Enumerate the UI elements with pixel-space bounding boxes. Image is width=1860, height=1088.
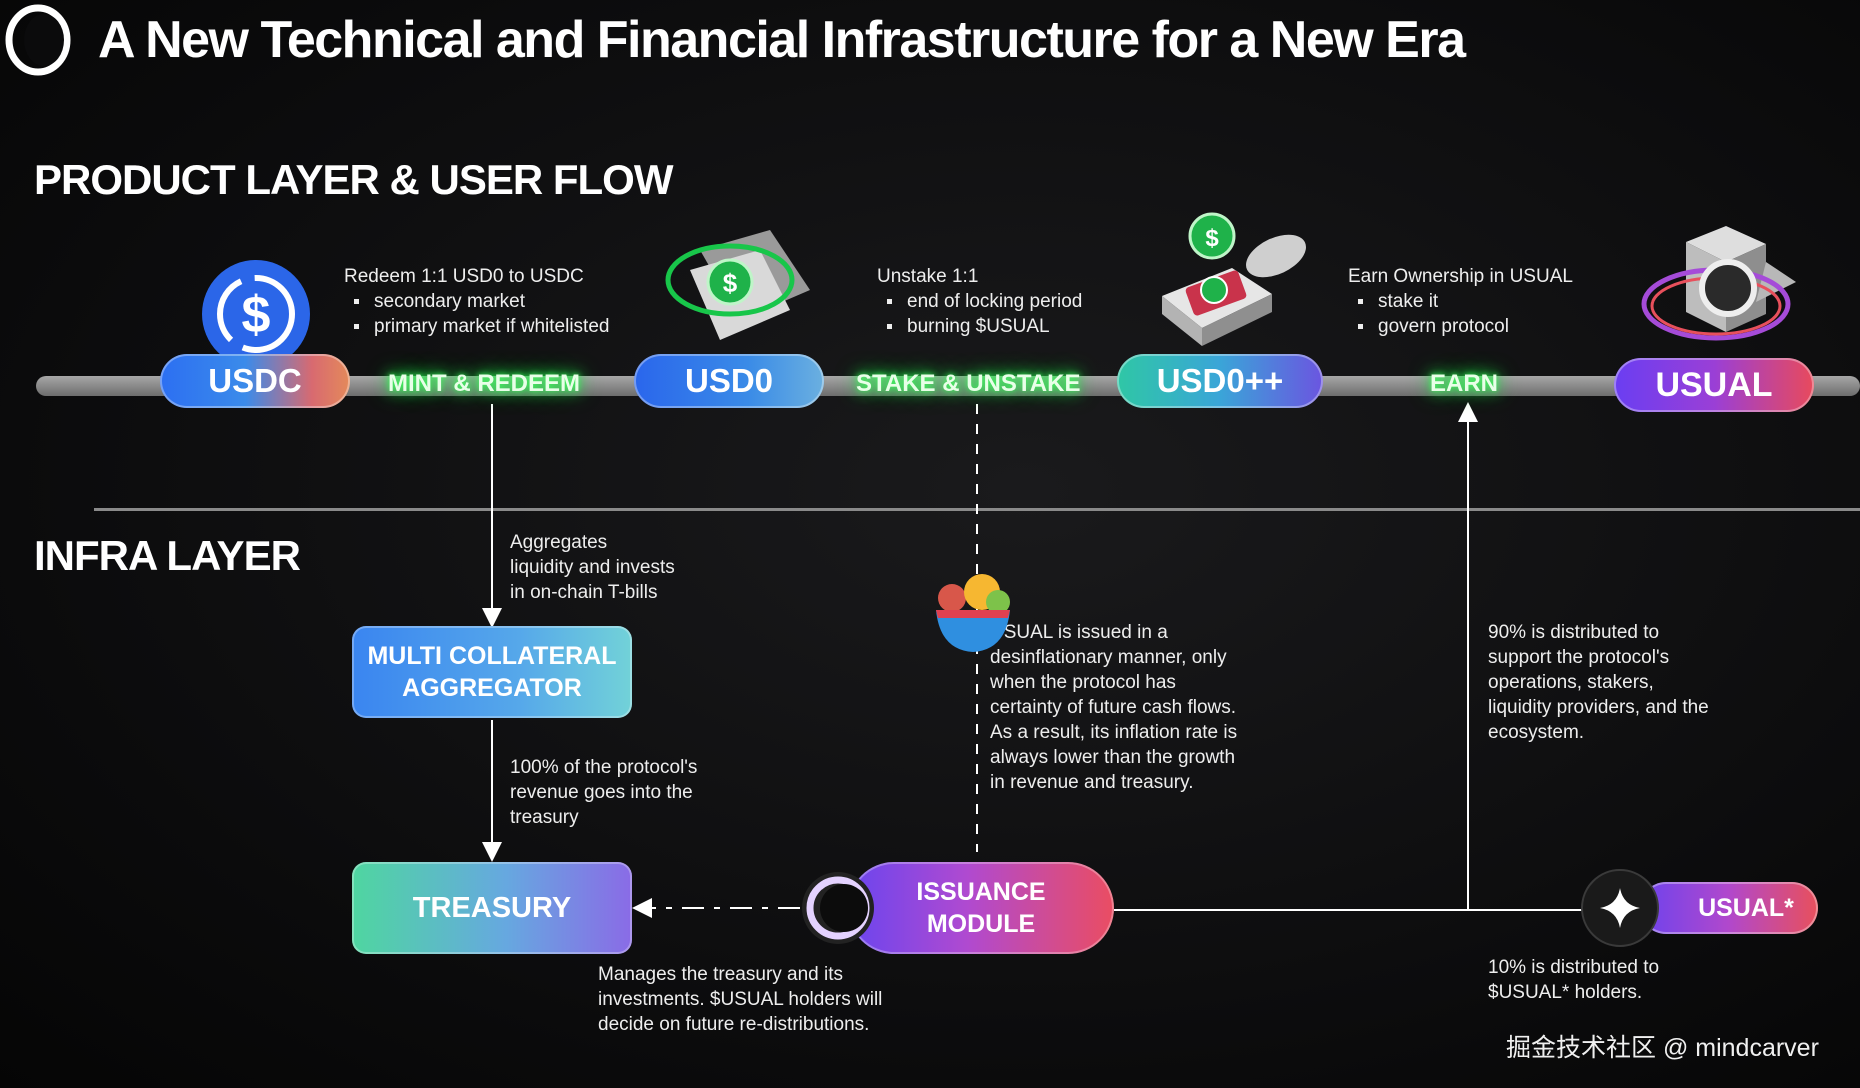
usual-star-token: USUAL* bbox=[1640, 882, 1818, 934]
usd0-token: USD0 bbox=[634, 354, 824, 408]
svg-text:$: $ bbox=[1205, 225, 1219, 252]
usd0pp-vault-icon: $ bbox=[1152, 206, 1312, 361]
flow-label-earn: EARN bbox=[1430, 370, 1499, 397]
svg-text:$: $ bbox=[242, 286, 271, 344]
list-item: govern protocol bbox=[1358, 314, 1573, 339]
list-item: primary market if whitelisted bbox=[353, 316, 610, 337]
section-title-product: PRODUCT LAYER & USER FLOW bbox=[34, 156, 673, 203]
list-item: secondary market bbox=[353, 289, 609, 314]
note-issuance: USUAL is issued in a desinflationary man… bbox=[990, 622, 1238, 793]
issuance-module-box: ISSUANCE MODULE bbox=[848, 862, 1114, 954]
note-ten-percent: 10% is distributed to $USUAL* holders. bbox=[1488, 957, 1660, 1003]
logo-ring-icon bbox=[4, 4, 72, 76]
usual-cube-icon bbox=[1636, 222, 1806, 367]
note-aggregates: Aggregates liquidity and invests in on-c… bbox=[510, 532, 675, 603]
note-ninety-percent: 90% is distributed to support the protoc… bbox=[1488, 622, 1709, 743]
page-title: A New Technical and Financial Infrastruc… bbox=[98, 11, 1466, 69]
svg-text:$: $ bbox=[723, 268, 738, 298]
usd0pp-token: USD0++ bbox=[1117, 354, 1323, 408]
flow-label-mint-redeem: MINT & REDEEM bbox=[388, 370, 580, 397]
usdc-token: USDC bbox=[160, 354, 350, 408]
sparkle-icon bbox=[1580, 868, 1660, 953]
fruit-bowl-icon bbox=[932, 572, 1014, 661]
note-revenue: 100% of the protocol's revenue goes into… bbox=[510, 757, 698, 828]
usdc-coin-icon: $ bbox=[200, 258, 312, 375]
note-redeem: Redeem 1:1 USD0 to USDC secondary market… bbox=[344, 266, 610, 337]
note-unstake: Unstake 1:1 end of locking period burnin… bbox=[877, 266, 1083, 339]
eclipse-icon bbox=[800, 870, 876, 951]
user-flow-track bbox=[36, 376, 1860, 396]
usd0-coin-stack-icon: $ bbox=[660, 220, 820, 365]
list-item: end of locking period bbox=[886, 291, 1083, 312]
treasury-box: TREASURY bbox=[352, 862, 632, 954]
note-treasury: Manages the treasury and its investments… bbox=[598, 964, 883, 1035]
usual-token: USUAL bbox=[1614, 358, 1814, 412]
section-title-infra: INFRA LAYER bbox=[34, 532, 301, 579]
flow-label-stake-unstake: STAKE & UNSTAKE bbox=[856, 370, 1081, 397]
multi-collateral-aggregator-box: MULTI COLLATERAL AGGREGATOR bbox=[352, 626, 632, 718]
note-earn: Earn Ownership in USUAL stake it govern … bbox=[1348, 266, 1573, 339]
watermark: 掘金技术社区 @ mindcarver bbox=[1506, 1034, 1819, 1062]
list-item: stake it bbox=[1358, 289, 1573, 314]
list-item: burning $USUAL bbox=[886, 314, 1082, 339]
